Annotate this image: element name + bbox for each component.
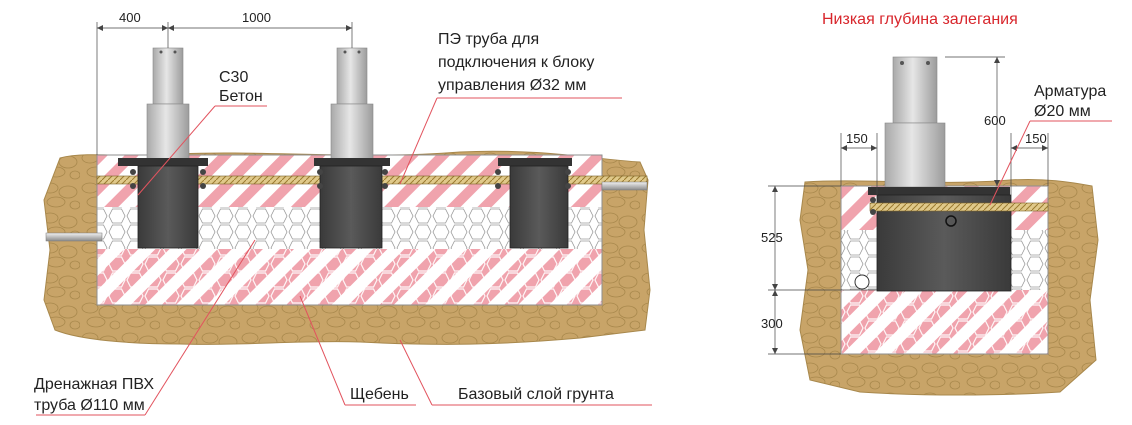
right-dim-lines — [768, 56, 1049, 355]
pe-pipe-end — [601, 181, 648, 191]
concrete-grade-label: C30 — [219, 69, 248, 86]
right-rebar — [869, 202, 1049, 212]
drain-pipe-label-1: Дренажная ПВХ — [34, 376, 154, 393]
pe-pipe-label-1: ПЭ труба для — [438, 31, 539, 48]
dim-spacing-1: 400 — [119, 10, 141, 25]
rebar-bolts — [130, 169, 571, 189]
dim-depth: 525 — [761, 230, 783, 245]
rebar-label-2: Ø20 мм — [1034, 103, 1091, 120]
hex-overlay-bottom — [97, 249, 602, 305]
right-rebar-end — [945, 215, 957, 227]
rebar-label-1: Арматура — [1034, 83, 1106, 100]
left-view: 400 1000 C30 Бетон ПЭ труба для подключе… — [34, 10, 652, 416]
base-soil-label: Базовый слой грунта — [458, 386, 614, 403]
bollard-2 — [314, 47, 390, 249]
drain-pipe-label-2: труба Ø110 мм — [34, 397, 145, 414]
bollard-1 — [118, 47, 208, 249]
control-box — [498, 158, 572, 249]
concrete-label: Бетон — [219, 88, 263, 105]
dim-spacing-2: 1000 — [242, 10, 271, 25]
right-view: Низкая глубина залегания — [761, 11, 1112, 396]
gravel-label: Щебень — [350, 386, 409, 403]
drain-pipe — [45, 232, 103, 242]
leader-lines — [36, 97, 652, 416]
right-drain-pipe — [854, 274, 870, 290]
right-rebar-bolt-1 — [870, 197, 876, 203]
dim-lines-top — [96, 22, 353, 155]
dim-right-margin: 150 — [1025, 131, 1047, 146]
pe-pipe-label-2: подключения к блоку — [438, 54, 594, 71]
right-rebar-bolt-2 — [870, 209, 876, 215]
right-view-title: Низкая глубина залегания — [822, 11, 1018, 28]
dim-height-above: 600 — [984, 113, 1006, 128]
right-leader — [989, 120, 1112, 206]
right-hex-overlay — [841, 290, 1048, 354]
dim-left-margin: 150 — [846, 131, 868, 146]
right-bollard — [868, 56, 1012, 292]
dim-base-depth: 300 — [761, 316, 783, 331]
pe-pipe-label-3: управления Ø32 мм — [438, 77, 586, 94]
